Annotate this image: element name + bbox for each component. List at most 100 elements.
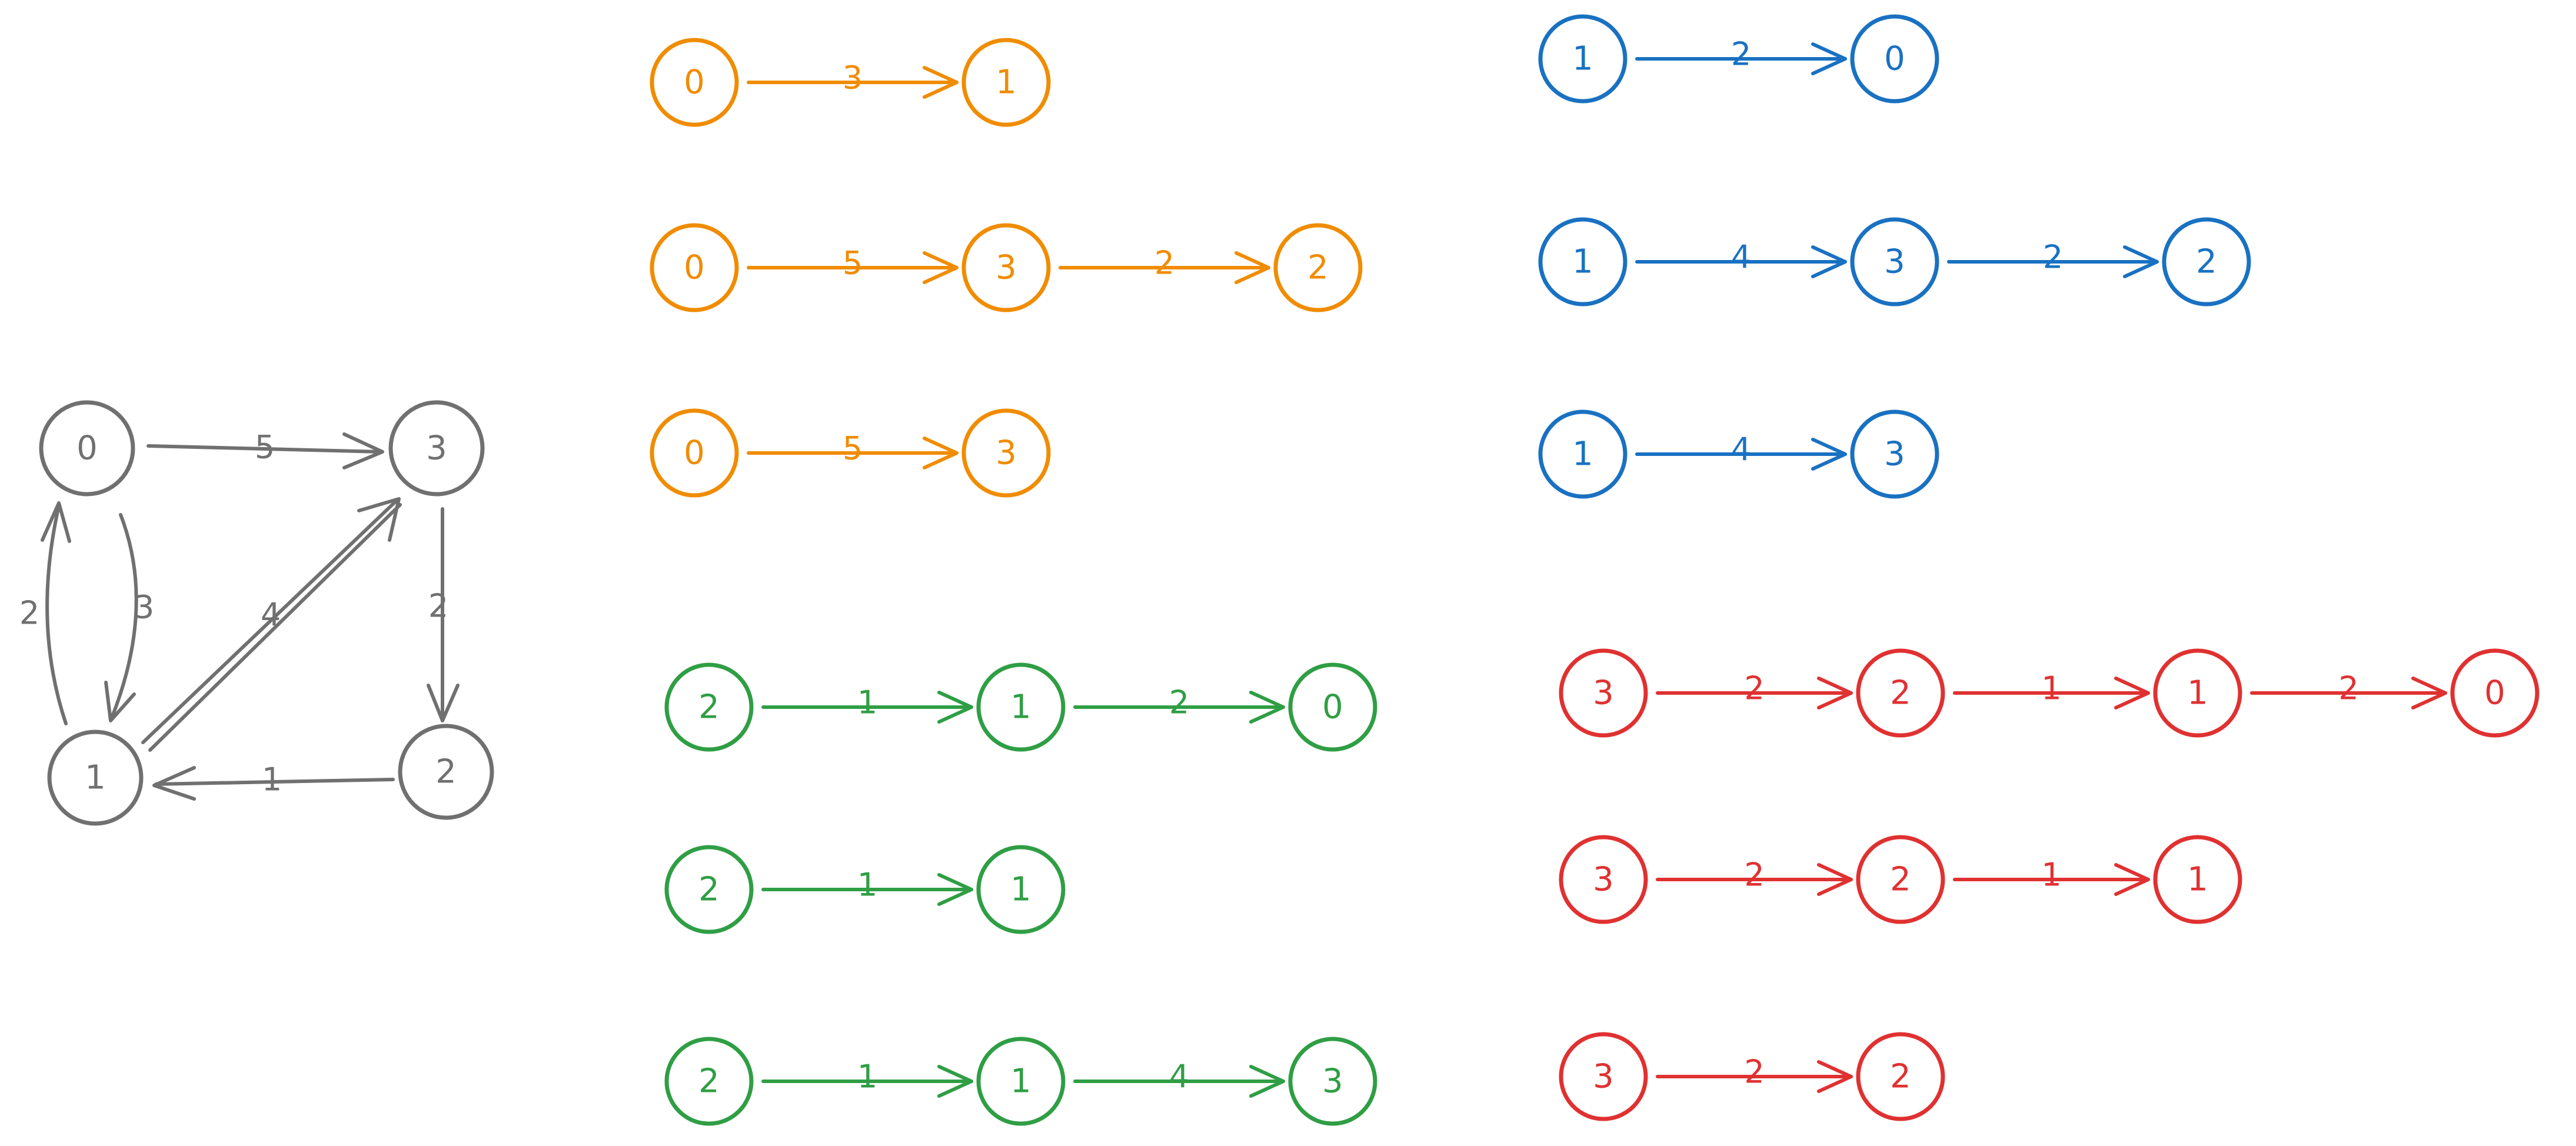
- path-edge: 2: [1656, 857, 1853, 896]
- path-node-label: 2: [1890, 861, 1911, 899]
- path-edge-weight-label: 1: [2041, 670, 2061, 707]
- path-node: 0: [650, 223, 739, 312]
- path-edge-weight-label: 3: [843, 59, 863, 96]
- path-edge: 2: [1635, 36, 1847, 75]
- svg-text:3: 3: [426, 429, 447, 468]
- path-row: 1 4 2 1 3: [664, 1037, 1377, 1126]
- path-edge-weight-label: 2: [1744, 670, 1764, 707]
- svg-text:2: 2: [435, 753, 457, 791]
- edge-0-to-1: 3: [104, 513, 154, 722]
- path-node-label: 1: [1572, 40, 1593, 78]
- path-node-label: 3: [1593, 861, 1614, 899]
- graph-node-0: 0: [39, 400, 135, 497]
- edge-2-to-1: 1: [152, 761, 395, 801]
- path-node-label: 1: [1010, 1062, 1031, 1101]
- path-row: 2 1 3 2 1: [1559, 835, 2242, 924]
- path-edge-weight-label: 2: [1744, 1054, 1764, 1091]
- path-group-from-3: 2 1 2 3 2 1 0 2 1 3 2 1 2 3 2: [1559, 648, 2540, 1121]
- path-edge-weight-label: 2: [2043, 239, 2063, 276]
- edge-weight-label: 4: [261, 597, 281, 634]
- path-node: 2: [664, 662, 754, 752]
- path-node: 2: [664, 845, 754, 934]
- path-node-label: 3: [1593, 1058, 1614, 1096]
- path-node: 1: [961, 38, 1051, 127]
- path-node: 1: [2153, 835, 2242, 924]
- path-node: 0: [650, 408, 739, 498]
- path-node: 3: [1288, 1037, 1377, 1126]
- path-node-label: 3: [996, 434, 1017, 472]
- path-edge: 3: [747, 59, 958, 99]
- edge-weight-label: 1: [262, 761, 282, 798]
- path-edge: 1: [1953, 857, 2150, 896]
- path-row: 2 3 2: [1559, 1032, 1945, 1121]
- path-node-label: 2: [698, 871, 720, 909]
- path-node: 1: [2153, 648, 2242, 738]
- path-edge-weight-label: 1: [2041, 857, 2061, 894]
- edge-weight-label: 3: [134, 589, 154, 626]
- svg-text:1: 1: [85, 759, 106, 797]
- path-node-label: 3: [1593, 674, 1614, 712]
- edge-weight-label: 5: [255, 429, 275, 466]
- path-node: 3: [1850, 217, 1939, 307]
- graph-node-3: 3: [388, 400, 485, 497]
- path-edge-weight-label: 5: [843, 245, 863, 282]
- path-node: 0: [1850, 14, 1939, 104]
- path-node-label: 2: [1890, 674, 1911, 712]
- path-row: 1 2 1: [664, 845, 1066, 934]
- path-node-label: 3: [1322, 1062, 1343, 1101]
- path-edge-weight-label: 2: [1744, 857, 1764, 894]
- path-node-label: 1: [1010, 871, 1031, 909]
- path-edge: 1: [761, 684, 973, 724]
- path-node-label: 1: [1010, 688, 1031, 727]
- path-node: 3: [1559, 1032, 1648, 1121]
- svg-text:0: 0: [76, 429, 98, 468]
- path-node-label: 2: [698, 688, 720, 727]
- path-node: 2: [2162, 217, 2251, 307]
- path-edge-weight-label: 4: [1731, 239, 1751, 276]
- path-edge-weight-label: 2: [1731, 36, 1751, 73]
- path-node-label: 2: [698, 1062, 720, 1101]
- path-node: 3: [1559, 648, 1648, 738]
- path-edge: 5: [747, 430, 958, 469]
- path-edge-weight-label: 5: [843, 430, 863, 467]
- path-edge: 2: [1947, 239, 2159, 278]
- path-edge: 2: [1656, 1054, 1853, 1093]
- path-edge-weight-label: 1: [857, 684, 877, 721]
- path-node-label: 1: [1572, 243, 1593, 281]
- path-node: 1: [976, 1037, 1066, 1126]
- path-node-label: 0: [1322, 688, 1343, 727]
- path-node-label: 1: [2187, 861, 2208, 899]
- path-node-label: 2: [2196, 243, 2217, 281]
- path-node: 0: [1288, 662, 1377, 752]
- path-edge: 2: [1656, 670, 1853, 709]
- path-row: 2 1 0: [1538, 14, 1939, 104]
- path-node-label: 3: [996, 249, 1017, 287]
- graph-node-1: 1: [47, 729, 144, 826]
- path-row: 4 2 1 3 2: [1538, 217, 2251, 307]
- path-node: 3: [1850, 409, 1939, 499]
- path-node: 2: [1856, 1032, 1945, 1121]
- path-node: 3: [961, 408, 1051, 498]
- edge-3-to-2: 2: [427, 507, 460, 722]
- path-node-label: 0: [2484, 674, 2505, 712]
- edge-weight-label: 2: [19, 595, 39, 632]
- path-node: 2: [664, 1037, 754, 1126]
- path-edge: 1: [1953, 670, 2150, 709]
- path-node: 2: [1273, 223, 1363, 312]
- edge-0-to-3: 5: [147, 429, 384, 469]
- path-edge: 1: [761, 1058, 973, 1098]
- path-edge: 5: [747, 245, 958, 284]
- path-edge-weight-label: 1: [857, 867, 877, 904]
- path-node-label: 0: [684, 249, 705, 287]
- path-edge: 4: [1073, 1058, 1285, 1098]
- path-edge-weight-label: 2: [2338, 670, 2358, 707]
- path-node-label: 3: [1884, 243, 1905, 281]
- path-node: 1: [976, 845, 1066, 934]
